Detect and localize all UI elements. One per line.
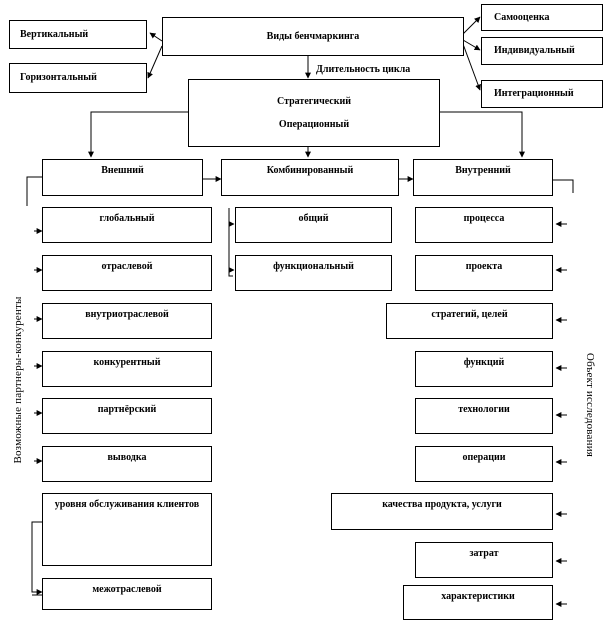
external-item-spinoff: выводка [42, 446, 212, 482]
vertical-box: Вертикальный [9, 20, 147, 49]
combined-category-label: Комбинированный [266, 165, 354, 176]
strategic-label: Стратегический [276, 96, 351, 107]
internal-item-label: затрат [469, 548, 499, 559]
self-assessment-label: Самооценка [494, 11, 550, 23]
cycle-duration-label: Длительность цикла [316, 64, 411, 75]
self-assessment-box: Самооценка [481, 4, 603, 31]
internal-item-process: процесса [415, 207, 553, 243]
possible-partners-label: Возможные партнеры-конкуренты [12, 296, 24, 464]
external-item-label: партнёрский [97, 404, 157, 415]
external-item-label: межотраслевой [92, 584, 162, 595]
research-object-label: Объект исследования [584, 352, 596, 458]
strategic-operational-box: Стратегический Операционный [188, 79, 440, 147]
internal-item-quality: качества продукта, услуги [331, 493, 553, 530]
individual-box: Индивидуальный [481, 37, 603, 65]
external-category-label: Внешний [101, 165, 144, 176]
internal-item-label: стратегий, целей [431, 309, 508, 320]
external-item-label: отраслевой [101, 261, 153, 272]
external-item-partner: партнёрский [42, 398, 212, 434]
internal-item-label: технологии [458, 404, 510, 415]
operational-label: Операционный [278, 118, 350, 130]
internal-item-label: операции [462, 452, 506, 463]
combined-item-label: общий [298, 213, 329, 224]
integration-label: Интеграционный [494, 88, 574, 100]
internal-item-strategy: стратегий, целей [386, 303, 553, 339]
internal-item-label: характеристики [441, 591, 515, 602]
horizontal-label: Горизонтальный [20, 72, 97, 84]
external-item-competitive: конкурентный [42, 351, 212, 387]
internal-item-label: процесса [463, 213, 505, 224]
combined-item-general: общий [235, 207, 392, 243]
combined-item-label: функциональный [273, 261, 354, 272]
internal-item-label: качества продукта, услуги [382, 499, 502, 510]
internal-item-characteristics: характеристики [403, 585, 553, 620]
external-item-global: глобальный [42, 207, 212, 243]
vertical-label: Вертикальный [20, 28, 89, 40]
individual-label: Индивидуальный [494, 45, 575, 57]
external-item-intra-industry: внутриотраслевой [42, 303, 212, 339]
internal-item-costs: затрат [415, 542, 553, 578]
combined-item-functional: функциональный [235, 255, 392, 291]
external-category-box: Внешний [42, 159, 203, 196]
external-item-service-level: уровня обслуживания клиентов [42, 493, 212, 566]
internal-item-operations: операции [415, 446, 553, 482]
external-item-label: глобальный [99, 213, 155, 224]
internal-item-technology: технологии [415, 398, 553, 434]
combined-category-box: Комбинированный [221, 159, 399, 196]
external-item-label: внутриотраслевой [85, 309, 169, 320]
benchmarking-types-box: Виды бенчмаркинга [162, 17, 464, 56]
internal-item-label: функций [463, 357, 505, 368]
internal-category-box: Внутренний [413, 159, 553, 196]
external-item-label: уровня обслуживания клиентов [54, 499, 200, 510]
benchmarking-types-label: Виды бенчмаркинга [266, 30, 360, 42]
internal-item-project: проекта [415, 255, 553, 291]
external-item-industry: отраслевой [42, 255, 212, 291]
external-item-label: выводка [107, 452, 147, 463]
external-item-label: конкурентный [93, 357, 161, 368]
internal-item-label: проекта [465, 261, 503, 272]
internal-category-label: Внутренний [455, 165, 511, 176]
horizontal-box: Горизонтальный [9, 63, 147, 93]
external-item-inter-industry: межотраслевой [42, 578, 212, 610]
integration-box: Интеграционный [481, 80, 603, 108]
internal-item-functions: функций [415, 351, 553, 387]
